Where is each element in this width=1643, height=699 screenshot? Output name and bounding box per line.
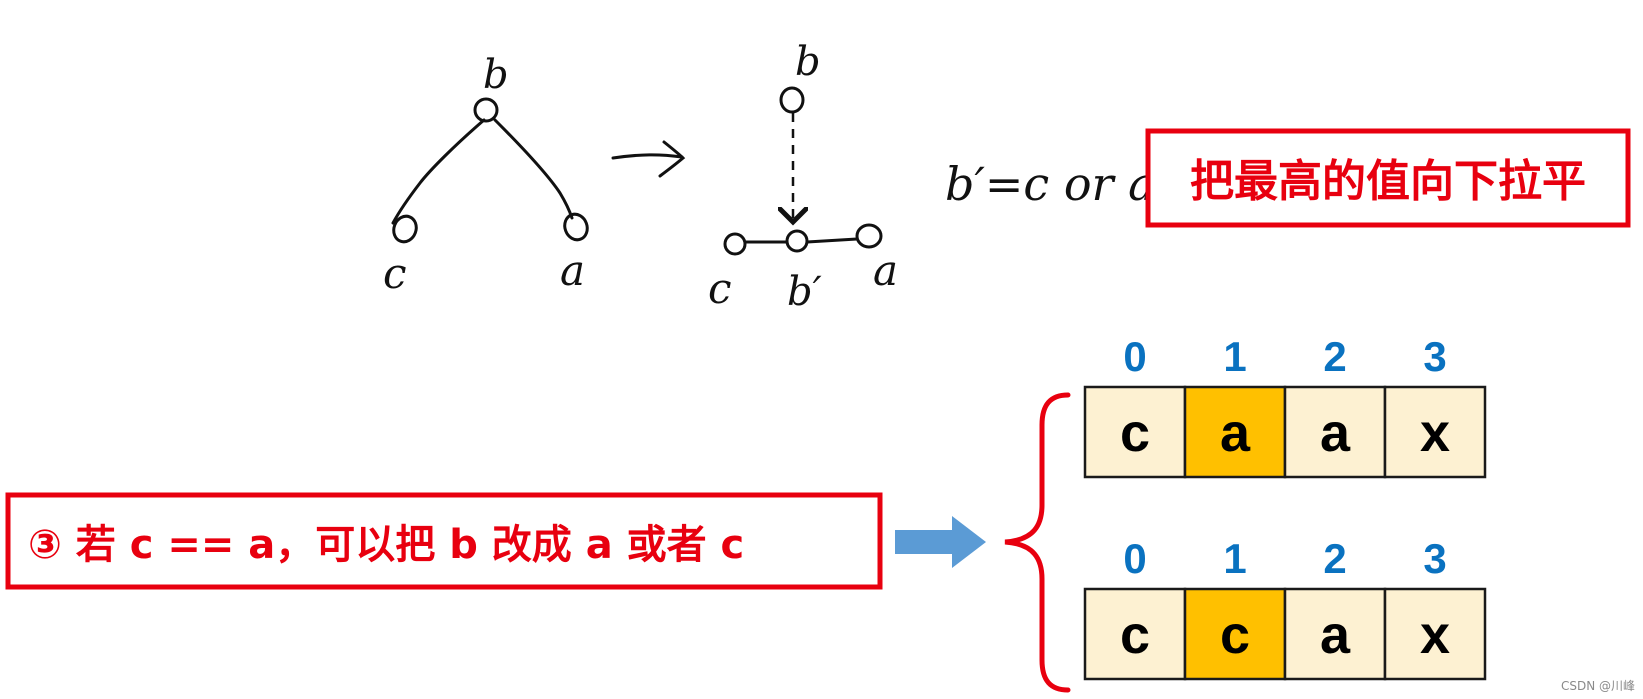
array-index-label: 3	[1423, 333, 1446, 380]
right-tree-left-node	[723, 232, 747, 256]
array-cell-value: a	[1320, 403, 1351, 463]
array-row-0: 0 c 1 a 2 a 3 x	[1083, 333, 1487, 479]
transform-arrow-shaft	[611, 153, 684, 160]
array-index-label: 2	[1323, 333, 1346, 380]
array-cell-value: x	[1420, 403, 1450, 463]
right-tree-middle-node	[785, 229, 809, 253]
note-box-border	[1145, 128, 1631, 228]
array-index-label: 0	[1123, 333, 1146, 380]
transform-arrow-head	[658, 140, 686, 178]
formula-text: b′=c or a	[945, 157, 1156, 211]
arrays: 0 c 1 a 2 a 3 x 0 c 1 c 2 a 3 x	[1083, 333, 1487, 681]
left-tree-right-node	[563, 212, 589, 242]
left-tree-edge-right	[493, 118, 574, 220]
array-row-1: 0 c 1 c 2 a 3 x	[1083, 535, 1487, 681]
right-tree-right-label: a	[873, 246, 898, 295]
array-index-label: 0	[1123, 535, 1146, 582]
left-tree-left-node	[392, 214, 418, 244]
array-cell	[1183, 385, 1287, 479]
right-tree-root-label: b	[795, 39, 821, 85]
right-tree-left-label: c	[708, 264, 732, 313]
block-arrow-icon	[895, 516, 986, 568]
note-box-text: 把最高的值向下拉平	[1190, 156, 1586, 207]
watermark-text: CSDN @川峰	[1561, 679, 1635, 693]
array-cell	[1283, 587, 1387, 681]
array-index-label: 1	[1223, 535, 1246, 582]
array-cell-value: x	[1420, 605, 1450, 665]
note-box: 把最高的值向下拉平	[1145, 128, 1631, 228]
array-cell-value: a	[1320, 605, 1351, 665]
array-cell	[1383, 587, 1487, 681]
left-tree-right-label: a	[560, 246, 585, 295]
right-tree-middle-label: b′	[787, 269, 822, 315]
right-tree-horizontal-edge-right	[806, 237, 858, 244]
array-index-label: 3	[1423, 535, 1446, 582]
array-cell-value: c	[1220, 605, 1250, 665]
left-tree-left-label: c	[383, 249, 407, 298]
case-box-text: ③ 若 c == a，可以把 b 改成 a 或者 c	[28, 522, 744, 568]
case-box-border	[5, 492, 883, 590]
transform-arrow	[611, 140, 686, 178]
array-cell	[1383, 385, 1487, 479]
left-tree-edge-left	[391, 118, 486, 225]
array-cell-value: a	[1220, 403, 1251, 463]
case-box: ③ 若 c == a，可以把 b 改成 a 或者 c	[5, 492, 883, 590]
array-cell	[1183, 587, 1287, 681]
right-tree-right-node	[855, 223, 883, 249]
array-cell	[1083, 385, 1187, 479]
array-cell-value: c	[1120, 605, 1150, 665]
left-tree-root-node	[473, 97, 499, 123]
array-index-label: 1	[1223, 333, 1246, 380]
array-cell-value: c	[1120, 403, 1150, 463]
left-tree-root-label: b	[483, 52, 509, 98]
left-tree: b c a	[383, 52, 589, 298]
array-cell	[1283, 385, 1387, 479]
right-tree: b c b′ a	[708, 39, 898, 315]
curly-brace-icon	[1004, 392, 1071, 693]
array-index-label: 2	[1323, 535, 1346, 582]
right-tree-root-node	[779, 86, 805, 114]
